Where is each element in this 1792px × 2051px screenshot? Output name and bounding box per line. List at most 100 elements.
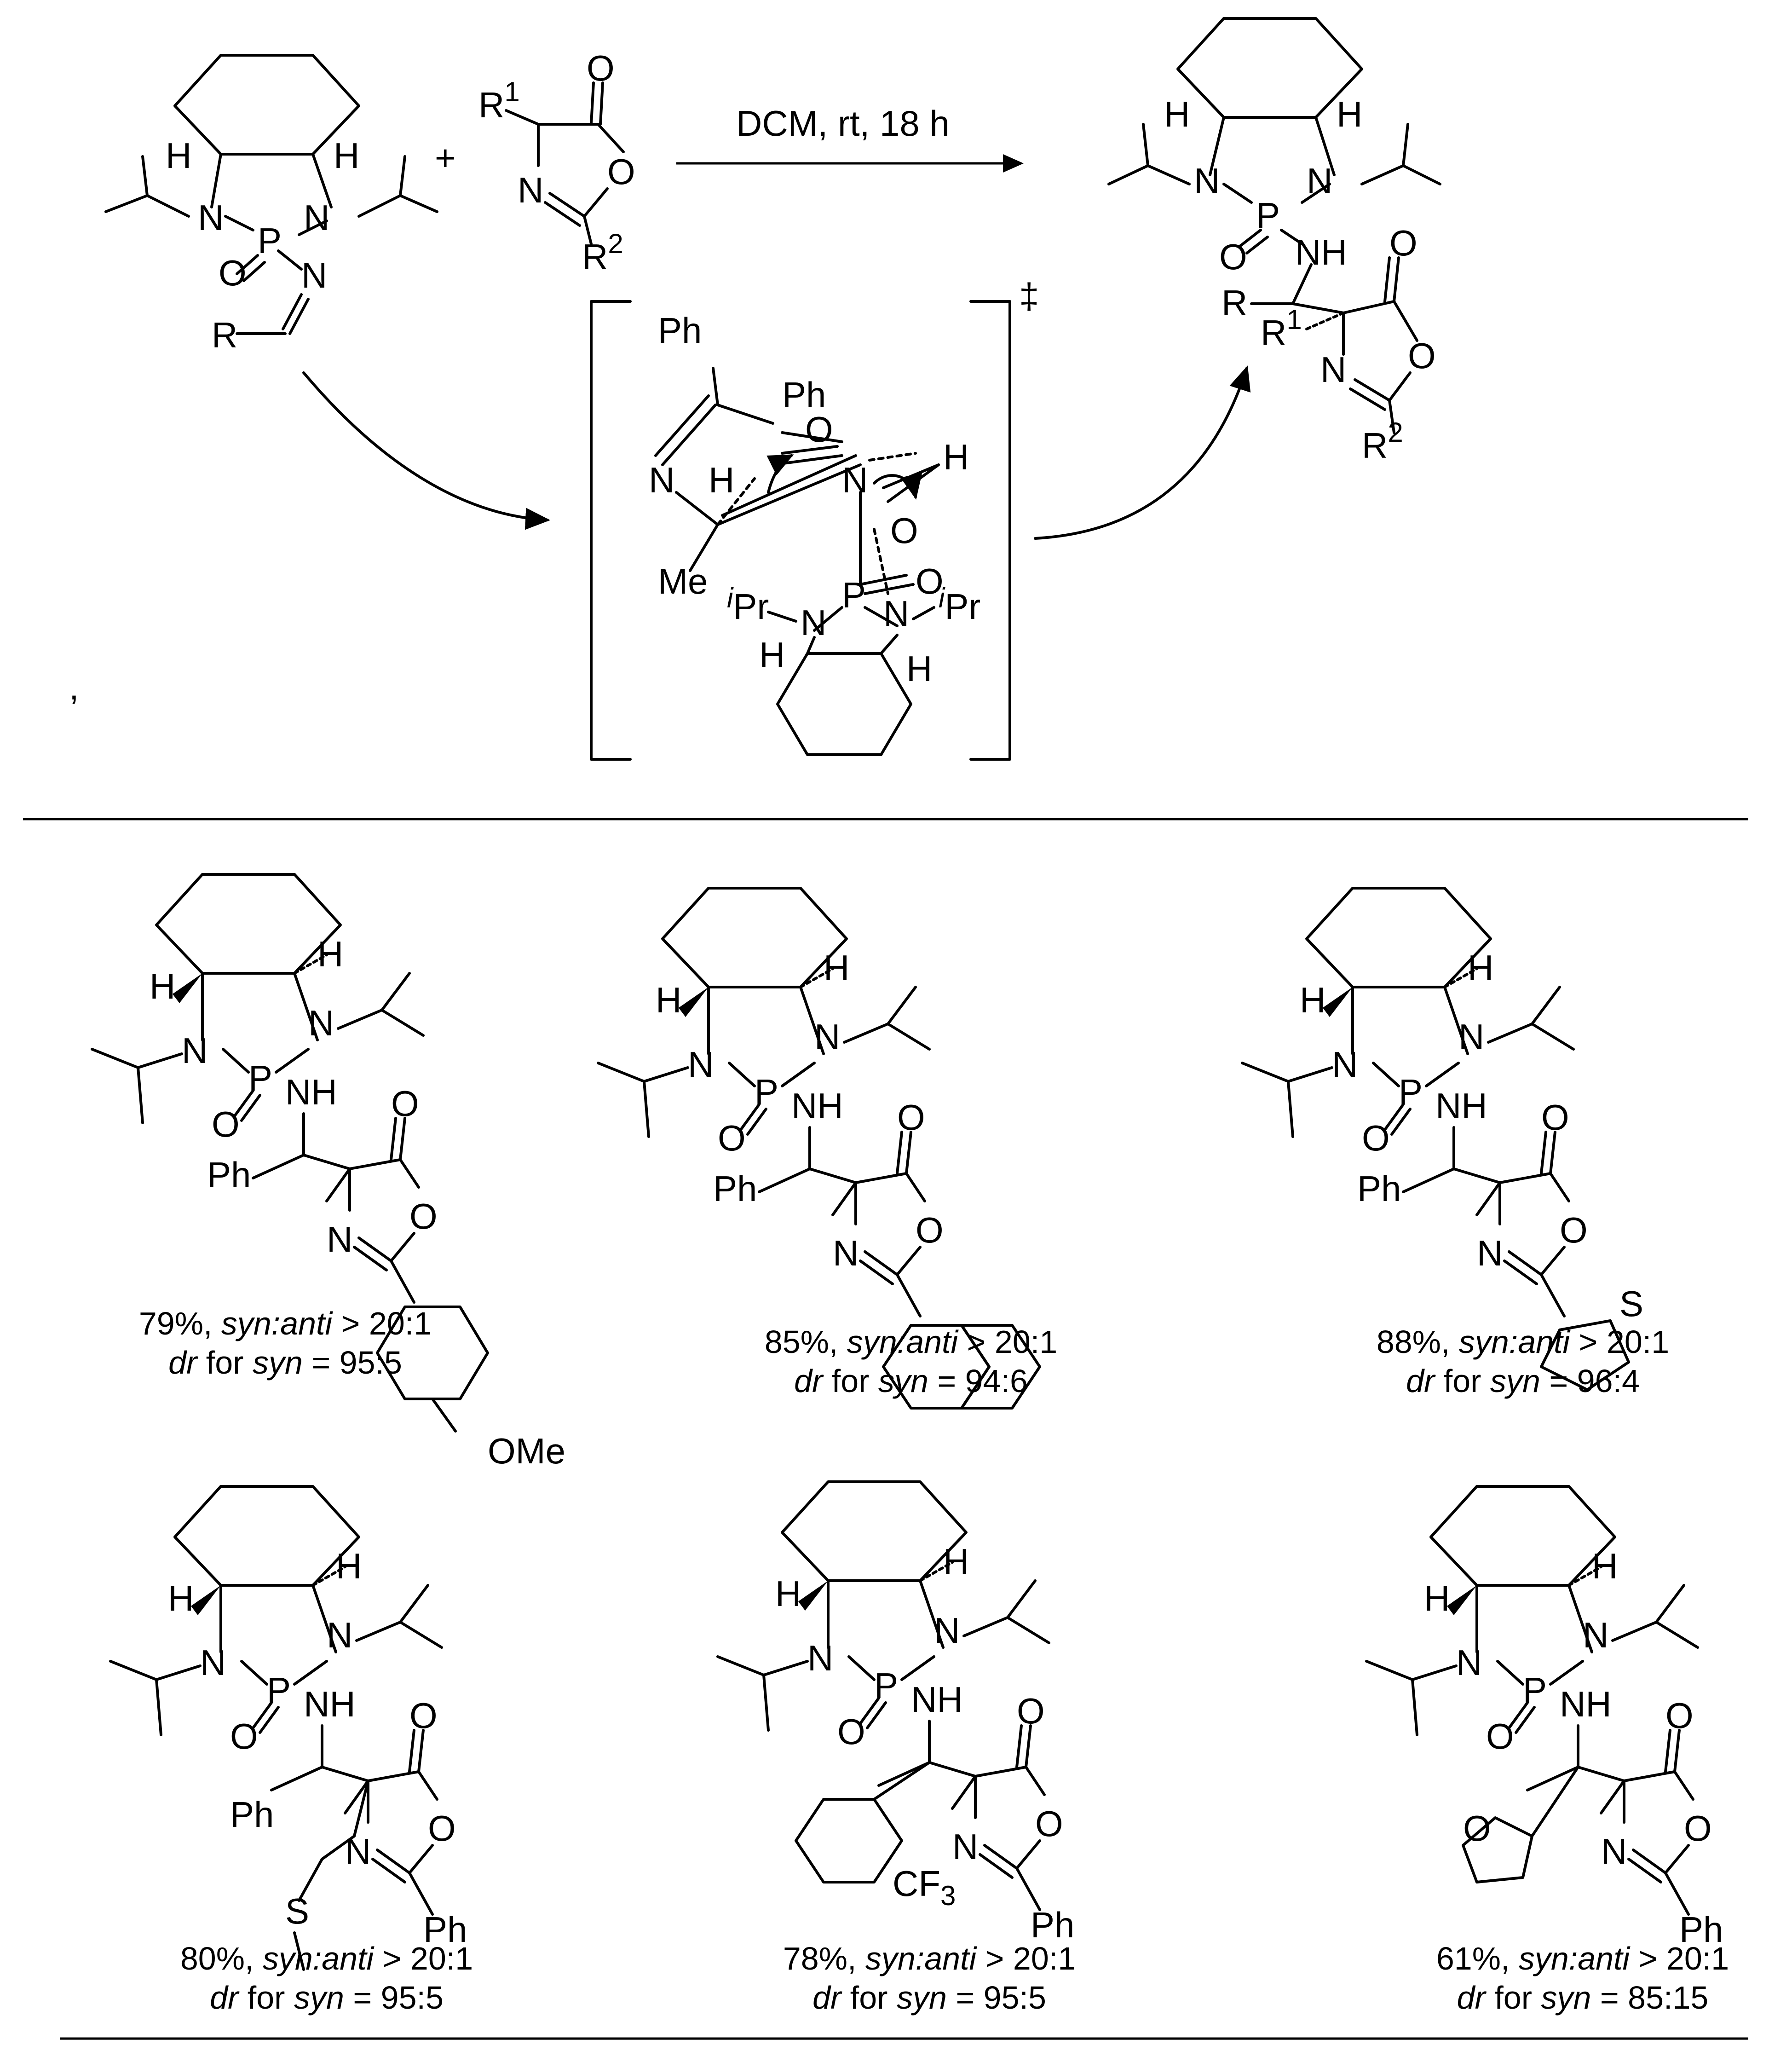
ts-h-bottom-left: H [759, 635, 785, 675]
oxazolone-reagent: R1 O O N R2 [478, 48, 635, 277]
n-label: N [308, 1003, 334, 1043]
nh-label: NH [285, 1072, 337, 1112]
ts-o-top: O [805, 409, 833, 450]
ts-n-mid: N [842, 460, 868, 500]
transition-state: ‡ Ph Ph O N H N H O O [590, 276, 1039, 761]
o-label: O [230, 1716, 258, 1756]
ph-label: Ph [230, 1794, 274, 1835]
o-label: O [837, 1711, 865, 1752]
ts-double-dagger: ‡ [1019, 276, 1039, 316]
h-label: H [824, 948, 849, 988]
h-label: H [336, 1546, 362, 1586]
sulfur-label: S [285, 1891, 309, 1931]
ts-n-left: N [649, 460, 674, 500]
n-label: N [1601, 1831, 1627, 1872]
n-label: N [327, 1219, 352, 1259]
example-caption: 61%, syn:anti > 20:1 dr for syn = 85:15 [1436, 1941, 1729, 2016]
nh-label: NH [304, 1684, 356, 1724]
ring-o-label: O [1560, 1210, 1588, 1250]
p-label: P [1523, 1670, 1547, 1710]
example-caption: 78%, syn:anti > 20:1dr for syn = 95:5 [783, 1941, 1076, 2016]
n-label: N [1320, 349, 1346, 390]
h-label: H [943, 1541, 969, 1582]
carbonyl-o-label: O [587, 48, 615, 88]
n-label: N [200, 1642, 226, 1683]
ts-h-right: H [943, 437, 969, 477]
n-label: N [1477, 1233, 1503, 1273]
ts-h-left: H [709, 460, 734, 500]
nh-label: NH [911, 1679, 963, 1720]
ring-o-label: O [428, 1808, 456, 1849]
nh-label: NH [1435, 1086, 1487, 1126]
n-label: N [952, 1826, 978, 1867]
n-label-1: N [198, 197, 224, 238]
n-label-1: N [1194, 161, 1220, 201]
o-label: O [718, 1118, 746, 1158]
h-label-left: H [1164, 94, 1190, 134]
example-caption: 79%, syn:anti > 20:1dr for syn = 95:5 [139, 1306, 432, 1381]
ph-label: Ph [1031, 1905, 1074, 1945]
ring-o-label: O [1408, 335, 1436, 376]
h-label-left: H [166, 135, 191, 176]
carbonyl-o-label: O [1541, 1097, 1569, 1138]
carbonyl-o-label: O [391, 1083, 419, 1124]
furan-o-label: O [1463, 1808, 1491, 1849]
yield-line: 88%, syn:anti > 20:1 [1377, 1324, 1669, 1360]
ts-n-left2: N [801, 602, 826, 643]
p-label: P [874, 1665, 898, 1706]
n-label: N [1332, 1044, 1358, 1085]
ph-label: Ph [423, 1909, 467, 1950]
n-label: N [1456, 1642, 1482, 1683]
nh-label: NH [1295, 232, 1347, 272]
yield-line: 61%, syn:anti > 20:1 [1436, 1941, 1729, 1976]
n-label: N [688, 1044, 714, 1085]
yield-line: 79%, syn:anti > 20:1 [139, 1306, 432, 1341]
ring-o-label: O [1684, 1808, 1712, 1849]
example-caption: 88%, syn:anti > 20:1dr for syn = 96:4 [1377, 1324, 1669, 1399]
dr-line: dr for syn = 96:4 [1406, 1363, 1640, 1399]
ts-ipr-right: iPr [939, 583, 980, 627]
r-label: R [212, 315, 237, 355]
curved-arrow-to-ts [302, 371, 550, 530]
ts-ph-2: Ph [782, 375, 826, 415]
ts-o-right: O [890, 510, 918, 551]
reaction-conditions: DCM, rt, 18 h [736, 103, 950, 144]
h-label: H [1424, 1578, 1450, 1618]
plus-sign: + [435, 138, 456, 178]
carbonyl-o-label: O [1389, 223, 1417, 263]
ph-label: Ph [1357, 1168, 1401, 1209]
p-label: P [1399, 1072, 1423, 1112]
dr-line: dr for syn = 94:6 [794, 1363, 1028, 1399]
h-label: H [150, 966, 175, 1006]
ring-o-label: O [916, 1210, 944, 1250]
o-label: O [219, 253, 247, 293]
h-label-right: H [1337, 94, 1362, 134]
ts-me: Me [658, 561, 708, 601]
h-label: H [1300, 980, 1325, 1020]
dr-line: dr for syn = 95:5 [210, 1980, 444, 2016]
n-label: N [934, 1610, 960, 1651]
carbonyl-o-label: O [409, 1695, 438, 1736]
n-label: N [814, 1017, 840, 1057]
n-label-2: N [1307, 161, 1332, 201]
n-label: N [1583, 1615, 1608, 1655]
dr-line: dr for syn = 85:15 [1457, 1980, 1709, 2016]
nh-label: NH [1560, 1684, 1612, 1724]
n-imine-label: N [301, 255, 327, 295]
r2-label: R2 [1362, 417, 1403, 466]
h-label: H [317, 934, 343, 974]
h-label: H [1592, 1546, 1618, 1586]
product-general: H H N N P O NH R R1 O O N R2 [1107, 17, 1441, 466]
stray-comma: , [69, 667, 79, 707]
r1-label: R1 [478, 76, 520, 125]
h-label: H [656, 980, 681, 1020]
carbonyl-o-label: O [1017, 1691, 1045, 1731]
yield-line: 78%, syn:anti > 20:1 [783, 1941, 1076, 1976]
h-label-right: H [334, 135, 359, 176]
ring-o-label: O [409, 1196, 438, 1236]
